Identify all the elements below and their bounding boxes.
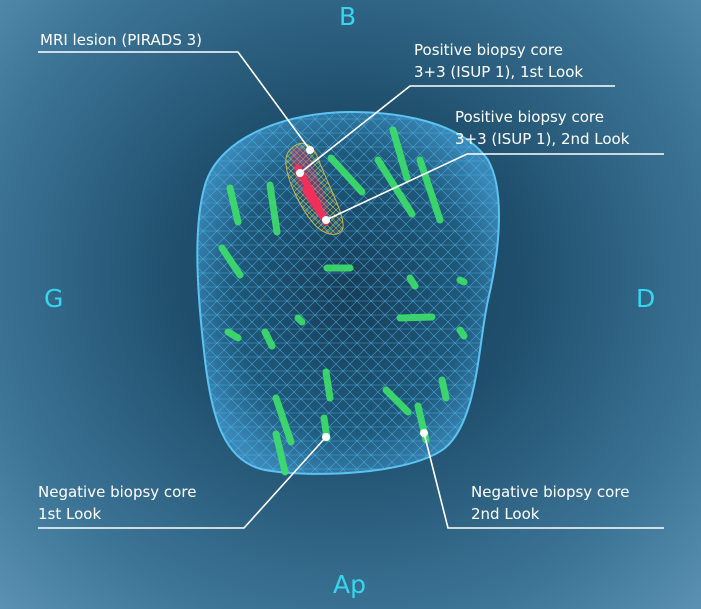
leader-positive-second-dot xyxy=(322,216,330,224)
label-negative-first-line1: Negative biopsy core xyxy=(38,481,196,503)
negative-core-18 xyxy=(442,380,446,398)
label-negative-second-look: Negative biopsy core 2nd Look xyxy=(471,481,629,525)
leader-positive-first-dot xyxy=(296,169,304,177)
leader-negative-second-dot xyxy=(420,429,428,437)
negative-core-10 xyxy=(460,280,464,282)
negative-core-16 xyxy=(326,372,330,398)
label-mri-lesion: MRI lesion (PIRADS 3) xyxy=(40,29,202,51)
leader-negative-first-dot xyxy=(322,433,330,441)
label-negative-first-look: Negative biopsy core 1st Look xyxy=(38,481,196,525)
prostate-gland-mesh xyxy=(190,100,510,490)
label-positive-second-look: Positive biopsy core 3+3 (ISUP 1), 2nd L… xyxy=(455,106,629,150)
orientation-top-label: B xyxy=(339,2,356,31)
orientation-bottom-label: Ap xyxy=(333,570,366,599)
label-positive-first-line1: Positive biopsy core xyxy=(414,39,583,61)
label-positive-first-line2: 3+3 (ISUP 1), 1st Look xyxy=(414,61,583,83)
negative-core-11 xyxy=(298,318,302,322)
label-negative-second-line1: Negative biopsy core xyxy=(471,481,629,503)
label-positive-second-line1: Positive biopsy core xyxy=(455,106,629,128)
label-mri-lesion-text: MRI lesion (PIRADS 3) xyxy=(40,29,202,51)
label-positive-first-look: Positive biopsy core 3+3 (ISUP 1), 1st L… xyxy=(414,39,583,83)
negative-core-9 xyxy=(410,278,415,286)
orientation-left-label: G xyxy=(44,284,63,313)
label-negative-first-line2: 1st Look xyxy=(38,503,196,525)
negative-core-12 xyxy=(400,317,432,318)
label-negative-second-line2: 2nd Look xyxy=(471,503,629,525)
label-positive-second-line2: 3+3 (ISUP 1), 2nd Look xyxy=(455,128,629,150)
leader-mri-lesion-dot xyxy=(306,146,314,154)
negative-core-13 xyxy=(460,330,464,336)
orientation-right-label: D xyxy=(636,284,655,313)
